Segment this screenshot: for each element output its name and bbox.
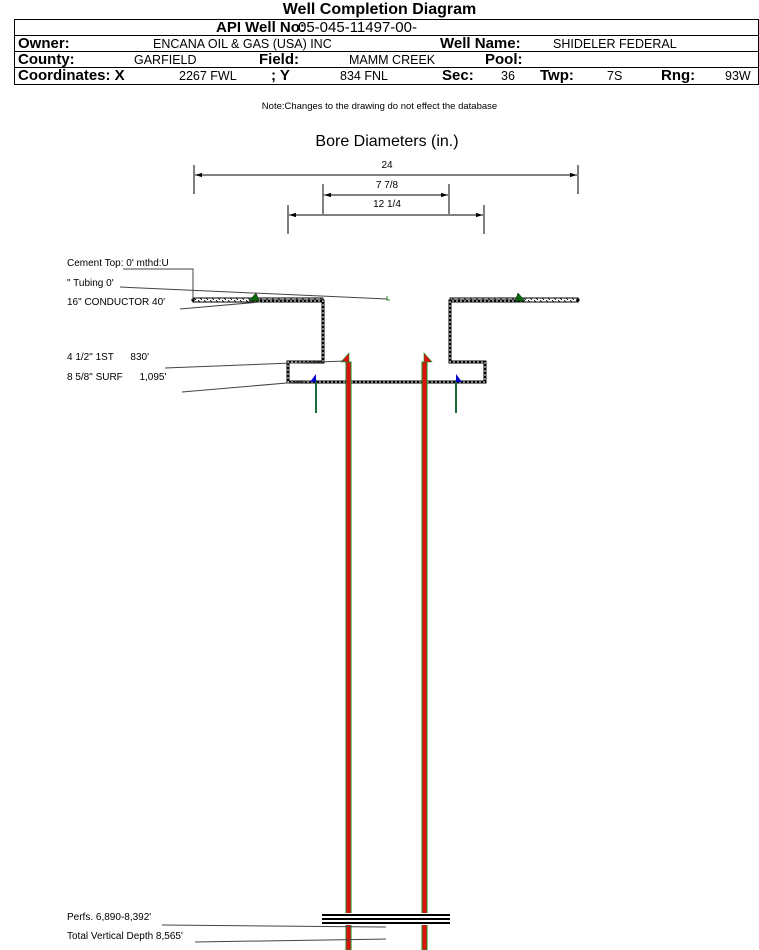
- callout-conductor: 16" CONDUCTOR 40': [67, 297, 166, 308]
- bore-diameters-title: Bore Diameters (in.): [315, 133, 459, 150]
- first-string-shoe-right-icon: [423, 352, 433, 363]
- conductor-shoe-right-icon: [514, 292, 526, 302]
- api-row: API Well No: 05-045-11497-00-: [14, 19, 759, 36]
- leader-perfs: [161, 924, 387, 928]
- diagram-title: Well Completion Diagram: [282, 1, 477, 18]
- leader-conductor: [179, 301, 261, 310]
- dim-label-24: 24: [381, 160, 393, 171]
- well-name-label: Well Name:: [440, 35, 521, 52]
- callout-tubing: " Tubing 0': [67, 278, 114, 289]
- leader-cement-top: [123, 268, 194, 300]
- well-name-value: SHIDELER FEDERAL: [553, 37, 677, 51]
- leader-first-string: [164, 360, 346, 369]
- surface-casing-left: [310, 374, 317, 413]
- coord-y-label: ; Y: [271, 67, 290, 84]
- callout-surface: 8 5/8" SURF 1,095': [67, 372, 167, 383]
- owner-value: ENCANA OIL & GAS (USA) INC: [153, 37, 332, 51]
- coord-x-label: Coordinates: X: [18, 67, 125, 84]
- bore-outline-dots: [254, 300, 520, 383]
- leader-tubing: [119, 286, 388, 300]
- rng-value: 93W: [725, 69, 751, 83]
- sec-value: 36: [501, 69, 515, 83]
- dim-label-7-7-8: 7 7/8: [375, 180, 399, 191]
- county-row: County: GARFIELD Field: MAMM CREEK Pool:: [14, 51, 759, 68]
- callout-perfs: Perfs. 6,890-8,392': [67, 912, 152, 923]
- tubing-marker-icon: [386, 296, 390, 301]
- database-note: Note:Changes to the drawing do not effec…: [261, 101, 498, 112]
- callout-first-string: 4 1/2" 1ST 830': [67, 352, 149, 363]
- dim-label-12-1-4: 12 1/4: [373, 199, 401, 210]
- dimension-12-1-4: [287, 205, 485, 234]
- owner-label: Owner:: [18, 35, 70, 52]
- bore-outline: [254, 299, 520, 384]
- rng-label: Rng:: [661, 67, 696, 84]
- conductor-shoe-left-icon: [248, 292, 260, 302]
- leader-tvd: [194, 938, 387, 943]
- dimension-7-7-8: [322, 184, 450, 214]
- leader-surface: [181, 380, 311, 393]
- county-value: GARFIELD: [134, 53, 197, 67]
- field-label: Field:: [259, 51, 299, 68]
- coord-x-value: 2267 FWL: [179, 69, 237, 83]
- dimension-24: [193, 165, 579, 194]
- surface-shoe-left-icon: [310, 374, 316, 382]
- api-value: 05-045-11497-00-: [298, 19, 417, 36]
- production-casing-left: [340, 352, 352, 950]
- surface-shoe-right-icon: [456, 374, 462, 382]
- surface-casing-right: [455, 374, 462, 413]
- production-casing-right: [421, 352, 433, 950]
- twp-label: Twp:: [540, 67, 574, 84]
- owner-row: Owner: ENCANA OIL & GAS (USA) INC Well N…: [14, 35, 759, 52]
- pool-label: Pool:: [485, 51, 523, 68]
- sec-label: Sec:: [442, 67, 474, 84]
- first-string-shoe-left-icon: [340, 352, 350, 363]
- api-label: API Well No:: [216, 19, 305, 36]
- callout-tvd: Total Vertical Depth 8,565': [67, 931, 183, 942]
- coord-y-value: 834 FNL: [340, 69, 388, 83]
- callout-cement-top: Cement Top: 0' mthd:U: [67, 258, 169, 269]
- coordinates-row: Coordinates: X 2267 FWL ; Y 834 FNL Sec:…: [14, 67, 759, 85]
- field-value: MAMM CREEK: [349, 53, 436, 67]
- perforations: [321, 913, 451, 925]
- county-label: County:: [18, 51, 75, 68]
- twp-value: 7S: [607, 69, 623, 83]
